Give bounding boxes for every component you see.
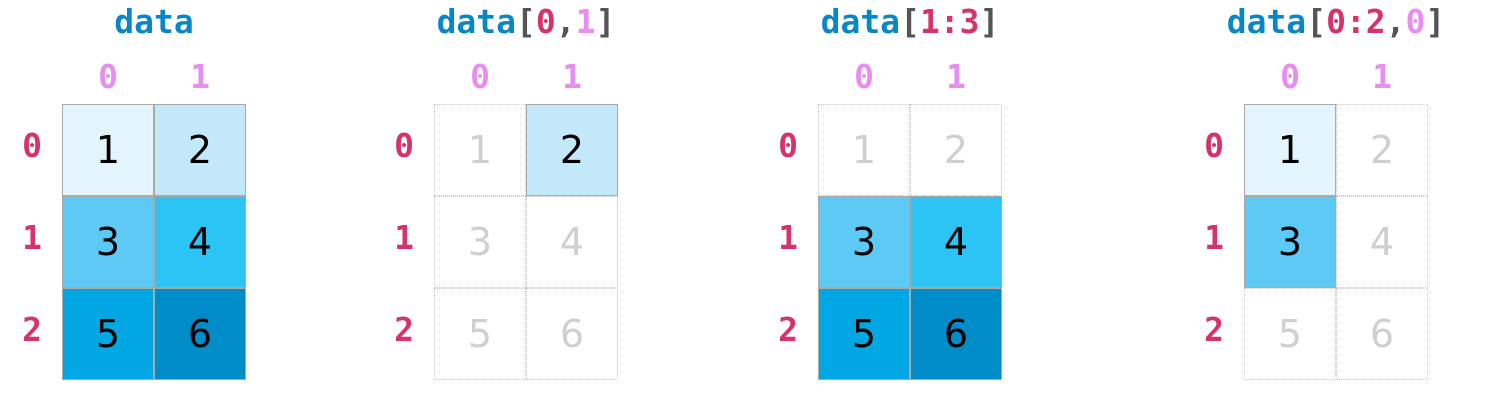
title-token-name: data [820, 2, 901, 41]
title-token-row_index: 0 [535, 2, 556, 41]
row-index-label: 2 [778, 310, 798, 349]
array-cell-unselected: 2 [910, 104, 1002, 196]
array-cell-selected: 3 [818, 196, 910, 288]
array-cell-selected: 3 [62, 196, 154, 288]
title-token-name: data [436, 2, 517, 41]
column-index-label: 1 [1372, 57, 1392, 96]
row-index-label: 1 [778, 218, 798, 257]
title-token-name: data [1226, 2, 1307, 41]
title-token-bracket: ] [979, 2, 1000, 41]
array-cell-unselected: 1 [818, 104, 910, 196]
row-index-label: 0 [1204, 126, 1224, 165]
row-index-label: 2 [1204, 310, 1224, 349]
panel-title: data[1:3] [760, 0, 1060, 44]
title-token-bracket: [ [1306, 2, 1327, 41]
column-index-label: 0 [1280, 57, 1300, 96]
array-cell-selected: 2 [154, 104, 246, 196]
title-token-bracket: [ [900, 2, 920, 41]
row-index-label: 1 [1204, 218, 1224, 257]
array-cell-unselected: 2 [1336, 104, 1428, 196]
array-cell-unselected: 5 [1244, 288, 1336, 380]
row-index-label: 1 [394, 218, 414, 257]
array-cell-unselected: 6 [526, 288, 618, 380]
column-index-label: 0 [98, 57, 118, 96]
row-index-label: 2 [22, 310, 42, 349]
column-index-label: 0 [854, 57, 874, 96]
title-token-row_index: 1:3 [919, 2, 980, 41]
column-index-label: 1 [562, 57, 582, 96]
array-cell-unselected: 3 [434, 196, 526, 288]
array-cell-selected: 1 [1244, 104, 1336, 196]
title-token-bracket: , [1385, 2, 1406, 41]
array-cell-unselected: 6 [1336, 288, 1428, 380]
column-index-label: 0 [470, 57, 490, 96]
title-token-bracket: ] [595, 2, 616, 41]
array-cell-selected: 2 [526, 104, 618, 196]
row-index-label: 0 [778, 126, 798, 165]
column-index-label: 1 [190, 57, 210, 96]
array-cell-selected: 5 [62, 288, 154, 380]
array-cell-selected: 6 [910, 288, 1002, 380]
array-cell-unselected: 1 [434, 104, 526, 196]
title-token-name: data [114, 2, 194, 41]
array-cell-selected: 5 [818, 288, 910, 380]
row-index-label: 2 [394, 310, 414, 349]
array-cell-selected: 4 [154, 196, 246, 288]
array-cell-unselected: 4 [1336, 196, 1428, 288]
array-cell-unselected: 5 [434, 288, 526, 380]
panel-title: data[0:2,0] [1186, 0, 1486, 44]
title-token-bracket: [ [516, 2, 536, 41]
title-token-row_index: 0:2 [1326, 2, 1386, 41]
row-index-label: 1 [22, 218, 42, 257]
array-cell-selected: 4 [910, 196, 1002, 288]
array-cell-selected: 6 [154, 288, 246, 380]
title-token-col_index: 0 [1405, 2, 1426, 41]
title-token-col_index: 1 [575, 2, 596, 41]
array-cell-selected: 1 [62, 104, 154, 196]
title-token-bracket: ] [1425, 2, 1446, 41]
row-index-label: 0 [22, 126, 42, 165]
panel-title: data [4, 0, 304, 44]
array-cell-unselected: 4 [526, 196, 618, 288]
row-index-label: 0 [394, 126, 414, 165]
array-cell-selected: 3 [1244, 196, 1336, 288]
title-token-bracket: , [555, 2, 576, 41]
column-index-label: 1 [946, 57, 966, 96]
panel-title: data[0,1] [376, 0, 676, 44]
